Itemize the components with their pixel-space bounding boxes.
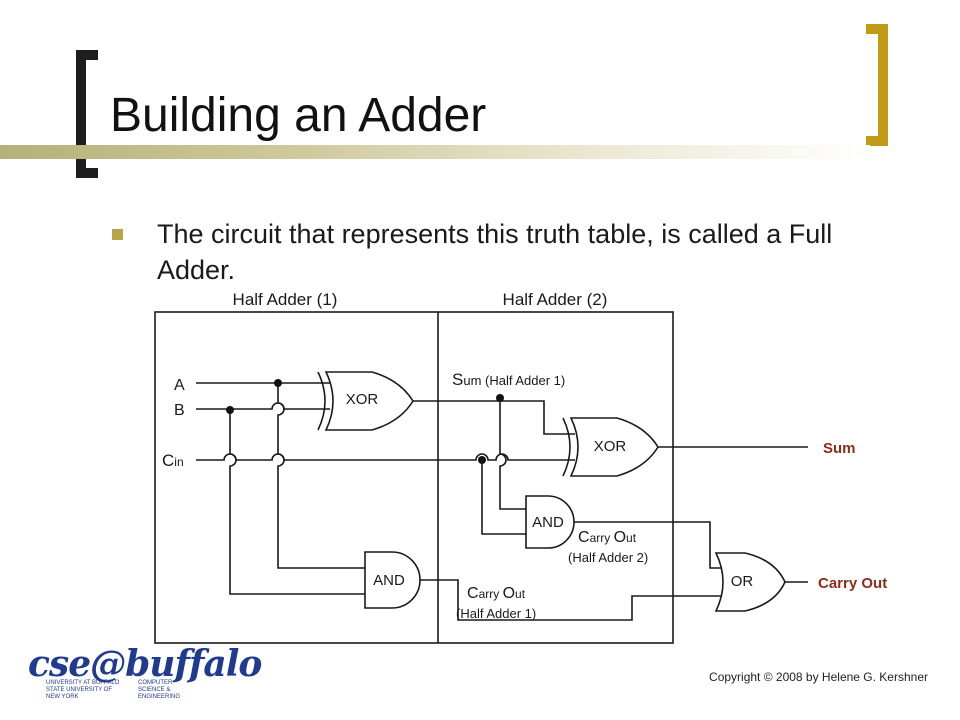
sum-ha1-label: Sum (Half Adder 1) (452, 370, 565, 389)
junction-dot (226, 406, 234, 414)
label-half-adder-2: Half Adder (2) (503, 290, 608, 309)
xor1-input-arc (317, 371, 326, 431)
wire-carry-ha1 (420, 579, 725, 621)
input-a-label: A (174, 377, 185, 394)
or-gate-label: OR (731, 573, 754, 590)
wire-carry-ha2 (574, 521, 725, 569)
wire-cin (196, 453, 575, 461)
bullet-square-icon (112, 229, 123, 240)
and-gate-1-label: AND (373, 572, 405, 589)
carry-ha1-note: (Half Adder 1) (456, 606, 536, 621)
wire-sum-ha1 (413, 400, 575, 435)
and-gate-2 (525, 495, 575, 549)
xor-gate-2 (569, 417, 659, 477)
label-half-adder-1: Half Adder (1) (233, 290, 338, 309)
and-gate-2-label: AND (532, 514, 564, 531)
xor-gate-1 (324, 371, 414, 431)
xor-gate-1-label: XOR (346, 391, 379, 408)
bullet-text: The circuit that represents this truth t… (157, 219, 833, 285)
circuit-frame (154, 311, 674, 644)
input-cin-label: Cin (162, 451, 184, 470)
copyright-text: Copyright © 2008 by Helene G. Kershner (709, 670, 928, 684)
slide-title: Building an Adder (110, 89, 487, 142)
carry-ha2-label: Carry Out (578, 529, 637, 546)
wire-b-branch (229, 409, 365, 595)
or-gate (714, 552, 786, 612)
wire-cin-branch (481, 460, 526, 535)
sum-output-label: Sum (823, 440, 856, 457)
wire-b (196, 402, 330, 410)
wire-sum-branch (499, 398, 526, 510)
xor-gate-2-label: XOR (594, 438, 627, 455)
xor2-input-arc (562, 417, 571, 477)
title-underline-bar (0, 145, 870, 159)
and-gate-1 (364, 551, 421, 609)
left-bracket-decoration (76, 50, 98, 178)
logo-department-text: COMPUTER SCIENCE & ENGINEERING (138, 680, 181, 700)
right-bracket-decoration (866, 24, 888, 146)
junction-dot (274, 379, 282, 387)
carry-ha1-label: Carry Out (467, 585, 526, 602)
input-b-label: B (174, 402, 185, 419)
wire-a-branch (277, 383, 365, 569)
carry-output-label: Carry Out (818, 575, 887, 592)
carry-ha2-note: (Half Adder 2) (568, 550, 648, 565)
cse-buffalo-logo: cse@buffalo (28, 643, 262, 685)
logo-university-text: UNIVERSITY AT BUFFALO STATE UNIVERSITY O… (46, 680, 120, 700)
